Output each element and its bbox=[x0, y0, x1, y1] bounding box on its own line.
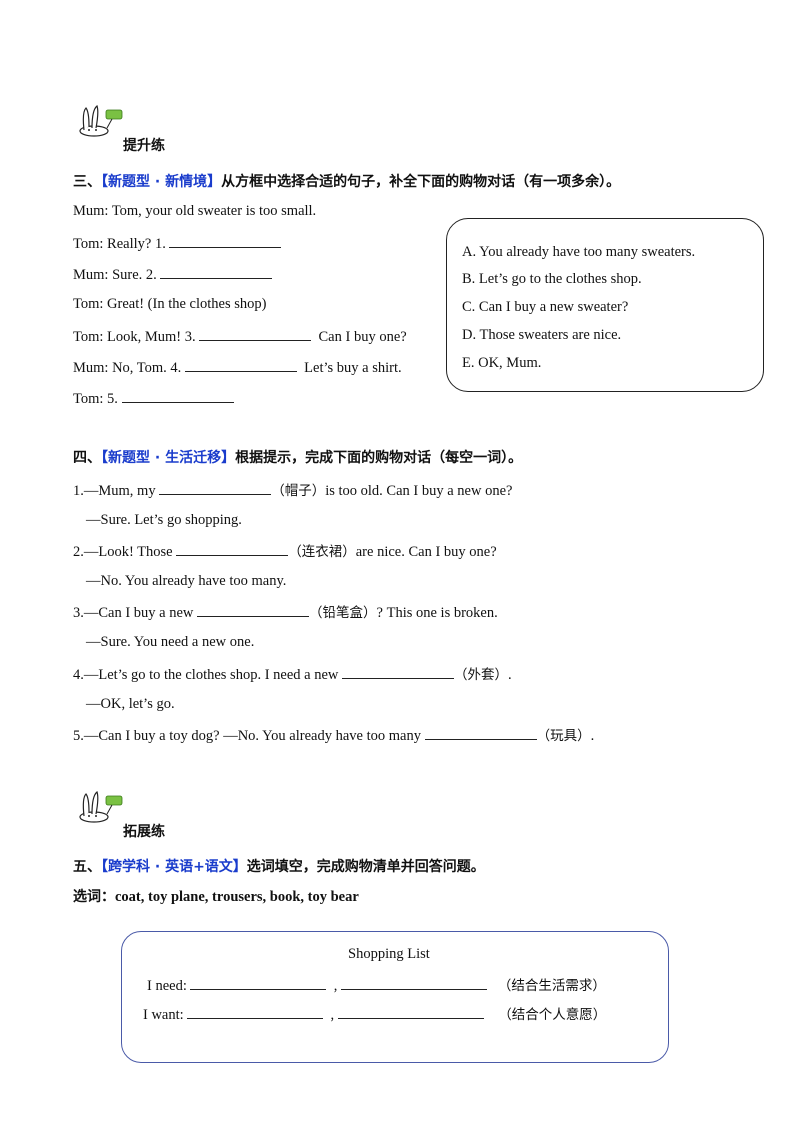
need-hint: （结合生活需求） bbox=[497, 978, 606, 994]
q4-number: 四、 bbox=[73, 450, 101, 466]
q3-line-2-text: Tom: Really? 1. bbox=[73, 236, 166, 252]
q4-item-1: 1.—Mum, my （帽子）is too old. Can I buy a n… bbox=[73, 480, 512, 500]
answer-blank-3[interactable] bbox=[199, 326, 312, 341]
q5-words-line: 选词：coat, toy plane, trousers, book, toy … bbox=[73, 888, 359, 906]
answer-blank-1[interactable] bbox=[169, 233, 282, 248]
q4-item-4: 4.—Let’s go to the clothes shop. I need … bbox=[73, 664, 512, 684]
bunny-mascot-icon bbox=[79, 790, 123, 823]
q3-line-5: Tom: Look, Mum! 3. Can I buy one? bbox=[73, 326, 407, 346]
q4-item-4-pre: 4.—Let’s go to the clothes shop. I need … bbox=[73, 667, 339, 683]
options-box bbox=[446, 218, 764, 392]
q4-blank-2[interactable] bbox=[176, 541, 289, 556]
q4-hint-2: （连衣裙） bbox=[288, 544, 356, 560]
q4-instruction: 根据提示，完成下面的购物对话（每空一词）。 bbox=[235, 450, 523, 466]
q3-line-7: Tom: 5. bbox=[73, 388, 234, 408]
q4-blank-3[interactable] bbox=[197, 602, 310, 617]
shopping-list-title: Shopping List bbox=[348, 946, 430, 962]
option-c: C. Can I buy a new sweater? bbox=[462, 299, 629, 315]
need-blank-2[interactable] bbox=[340, 975, 487, 990]
q4-reply-1: —Sure. Let’s go shopping. bbox=[86, 512, 242, 528]
answer-blank-4[interactable] bbox=[184, 357, 297, 372]
q4-item-2-post: are nice. Can I buy one? bbox=[355, 544, 497, 560]
q4-blank-4[interactable] bbox=[342, 664, 454, 679]
q4-reply-4: —OK, let’s go. bbox=[86, 696, 175, 712]
q4-hint-1: （帽子） bbox=[271, 483, 326, 499]
q4-reply-2: —No. You already have too many. bbox=[86, 573, 287, 589]
want-label: I want: bbox=[143, 1007, 184, 1023]
q4-item-5-post: . bbox=[590, 728, 595, 744]
option-e: E. OK, Mum. bbox=[462, 355, 542, 371]
q4-tag: 【新题型 · 生活迁移】 bbox=[101, 450, 236, 466]
option-d: D. Those sweaters are nice. bbox=[462, 327, 622, 343]
option-b: B. Let’s go to the clothes shop. bbox=[462, 271, 642, 287]
q4-item-1-post: is too old. Can I buy a new one? bbox=[325, 483, 513, 499]
q4-item-2-pre: 2.—Look! Those bbox=[73, 544, 173, 560]
q3-line-1: Mum: Tom, your old sweater is too small. bbox=[73, 203, 317, 219]
q3-line-2: Tom: Really? 1. bbox=[73, 233, 282, 253]
q3-line-6-text: Mum: No, Tom. 4. bbox=[73, 360, 182, 376]
q4-hint-5: （玩具） bbox=[536, 728, 591, 744]
want-blank-1[interactable] bbox=[187, 1004, 324, 1019]
q3-number: 三、 bbox=[73, 174, 101, 190]
q3-line-4: Tom: Great! (In the clothes shop) bbox=[73, 296, 267, 312]
q3-line-7-text: Tom: 5. bbox=[73, 391, 118, 407]
need-blank-1[interactable] bbox=[190, 975, 327, 990]
q4-blank-1[interactable] bbox=[159, 480, 272, 495]
q4-hint-4: （外套） bbox=[454, 667, 508, 683]
need-label: I need: bbox=[147, 978, 187, 994]
q3-line-5-text: Tom: Look, Mum! 3. bbox=[73, 329, 196, 345]
want-blank-2[interactable] bbox=[337, 1004, 484, 1019]
q3-line-6: Mum: No, Tom. 4. Let’s buy a shirt. bbox=[73, 357, 402, 377]
q4-item-4-post: . bbox=[508, 667, 512, 683]
section-label-improve: 提升练 bbox=[123, 138, 165, 154]
q4-blank-5[interactable] bbox=[424, 725, 537, 740]
shopping-list-box bbox=[121, 931, 669, 1063]
q4-heading: 四、【新题型 · 生活迁移】根据提示，完成下面的购物对话（每空一词）。 bbox=[73, 449, 522, 467]
q4-item-5: 5.—Can I buy a toy dog? —No. You already… bbox=[73, 725, 594, 745]
q4-item-5-pre: 5.—Can I buy a toy dog? —No. You already… bbox=[73, 728, 421, 744]
section-label-extend: 拓展练 bbox=[123, 824, 165, 840]
q5-number: 五、 bbox=[73, 859, 101, 875]
q5-instruction: 选词填空，完成购物清单并回答问题。 bbox=[246, 859, 485, 875]
need-row: I need: , （结合生活需求） bbox=[147, 975, 606, 995]
q4-reply-3: —Sure. You need a new one. bbox=[86, 634, 255, 650]
answer-blank-5[interactable] bbox=[121, 388, 234, 403]
q3-instruction: 从方框中选择合适的句子，补全下面的购物对话（有一项多余）。 bbox=[221, 174, 621, 190]
q4-item-3-post: ? This one is broken. bbox=[376, 605, 498, 621]
q3-line-6-after: Let’s buy a shirt. bbox=[304, 360, 402, 376]
q4-item-3: 3.—Can I buy a new （铅笔盒）? This one is br… bbox=[73, 602, 498, 622]
q4-item-1-pre: 1.—Mum, my bbox=[73, 483, 156, 499]
q3-tag: 【新题型 · 新情境】 bbox=[101, 174, 222, 190]
option-a: A. You already have too many sweaters. bbox=[462, 244, 696, 260]
bunny-mascot-icon bbox=[79, 104, 123, 137]
q4-item-3-pre: 3.—Can I buy a new bbox=[73, 605, 194, 621]
q4-hint-3: （铅笔盒） bbox=[309, 605, 377, 621]
need-comma: , bbox=[333, 978, 338, 994]
want-hint: （结合个人意愿） bbox=[498, 1007, 607, 1023]
q5-words-label: 选词： bbox=[73, 889, 115, 905]
q5-tag: 【跨学科 · 英语+语文】 bbox=[101, 859, 247, 875]
q4-item-2: 2.—Look! Those （连衣裙）are nice. Can I buy … bbox=[73, 541, 497, 561]
q3-line-3-text: Mum: Sure. 2. bbox=[73, 267, 157, 283]
q3-line-3: Mum: Sure. 2. bbox=[73, 264, 273, 284]
q3-heading: 三、【新题型 · 新情境】从方框中选择合适的句子，补全下面的购物对话（有一项多余… bbox=[73, 173, 620, 191]
q3-line-5-after: Can I buy one? bbox=[318, 329, 407, 345]
q5-heading: 五、【跨学科 · 英语+语文】选词填空，完成购物清单并回答问题。 bbox=[73, 858, 485, 876]
want-comma: , bbox=[330, 1007, 335, 1023]
q5-word-list: coat, toy plane, trousers, book, toy bea… bbox=[115, 889, 359, 905]
answer-blank-2[interactable] bbox=[160, 264, 273, 279]
want-row: I want: , （结合个人意愿） bbox=[143, 1004, 606, 1024]
